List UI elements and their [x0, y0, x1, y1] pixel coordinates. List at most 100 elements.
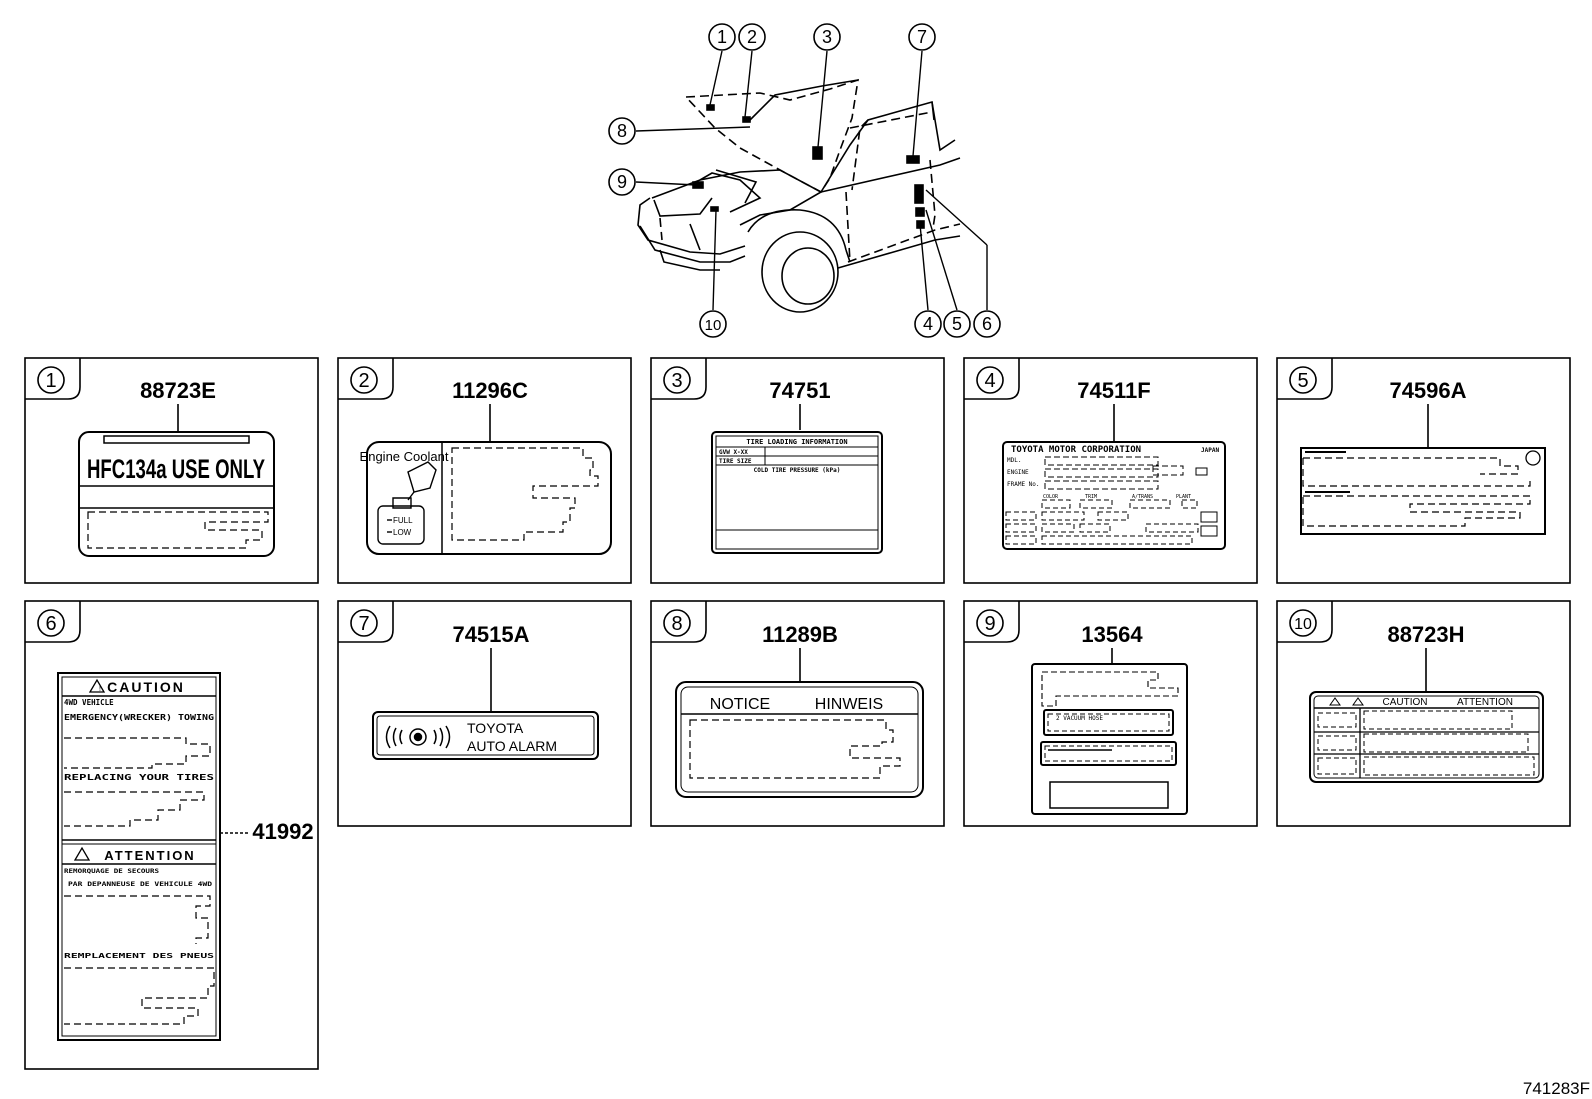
part-number-74515A: 74515A: [452, 622, 529, 647]
alarm-icon: [385, 725, 451, 749]
svg-text:7: 7: [917, 27, 927, 47]
panel-number-tabs: 1 2 3 4 5 6 7 8 9 10: [25, 358, 1333, 643]
part-number-41992: 41992: [252, 819, 313, 844]
label-11296C: Engine Coolant FULL LOW: [360, 441, 612, 555]
label-88723H: CAUTION ATTENTION: [1309, 691, 1544, 783]
svg-text:5: 5: [1297, 370, 1308, 392]
overview-callouts: 1 2 3 7 8 9 10 4 5 6: [608, 23, 1001, 338]
svg-text:EMERGENCY(WRECKER) TOWING: EMERGENCY(WRECKER) TOWING: [64, 713, 215, 722]
part-number-74511F: 74511F: [1077, 378, 1150, 403]
svg-text:4: 4: [984, 370, 995, 392]
notice-text: NOTICE: [710, 696, 770, 713]
overview-callout-9: 9: [608, 168, 636, 196]
panel-6-number: 6: [25, 601, 81, 643]
panel-frames: [24, 357, 1571, 1070]
part-number-88723H: 88723H: [1387, 622, 1464, 647]
overview-callout-10: 10: [699, 310, 727, 338]
svg-text:6: 6: [45, 613, 56, 635]
caution-heading: CAUTION: [107, 679, 185, 695]
label-88723E: HFC134a USE ONLY: [78, 431, 275, 557]
svg-text:6: 6: [982, 314, 992, 334]
part-number-13564: 13564: [1081, 622, 1143, 647]
panel-8-number: 8: [651, 601, 707, 643]
label-41992: ! CAUTION 4WD VEHICLE EMERGENCY(WRECKER)…: [57, 672, 221, 1041]
svg-text:REPLACING YOUR TIRES: REPLACING YOUR TIRES: [64, 773, 215, 782]
svg-text:9: 9: [984, 613, 995, 635]
panel-5-number: 5: [1277, 358, 1333, 400]
svg-text:REMORQUAGE DE SECOURS: REMORQUAGE DE SECOURS: [64, 867, 159, 875]
svg-text:8: 8: [617, 121, 627, 141]
svg-text:FRAME No.: FRAME No.: [1007, 481, 1040, 488]
figure-code: 741283F: [1523, 1079, 1590, 1098]
caution-text: CAUTION: [1383, 697, 1428, 708]
part-number-74596A: 74596A: [1389, 378, 1466, 403]
svg-text:9: 9: [617, 172, 627, 192]
overview-callout-7: 7: [908, 23, 936, 51]
panel-leaders: [177, 404, 1429, 834]
panel-9-number: 9: [964, 601, 1020, 643]
engine-coolant-title: Engine Coolant: [360, 449, 449, 464]
panel-2-number: 2: [338, 358, 394, 400]
overview-callout-8: 8: [608, 117, 636, 145]
label-74751: TIRE LOADING INFORMATION GVW X-XX TIRE S…: [711, 431, 883, 554]
svg-text:ENGINE: ENGINE: [1007, 469, 1029, 476]
panel-4-number: 4: [964, 358, 1020, 400]
auto-alarm-text: AUTO ALARM: [467, 738, 557, 754]
svg-text:REMPLACEMENT DES PNEUS: REMPLACEMENT DES PNEUS: [64, 952, 214, 960]
hfc134a-text: HFC134a USE ONLY: [87, 454, 265, 484]
svg-text:8: 8: [671, 613, 682, 635]
overview-callout-6: 6: [973, 310, 1001, 338]
attention-heading: ATTENTION: [104, 848, 195, 863]
panel-3-number: 3: [651, 358, 707, 400]
part-number-88723E: 88723E: [140, 378, 216, 403]
svg-text:A/TRANS: A/TRANS: [1132, 494, 1153, 500]
svg-text:1: 1: [717, 27, 727, 47]
tire-loading-header: TIRE LOADING INFORMATION: [746, 438, 847, 446]
svg-text:10: 10: [705, 317, 722, 334]
svg-text:3: 3: [822, 27, 832, 47]
svg-text:PLANT: PLANT: [1176, 494, 1191, 500]
coolant-pour-icon: [377, 461, 437, 545]
svg-text:!: !: [99, 686, 101, 693]
svg-text:TRIM: TRIM: [1085, 494, 1097, 500]
svg-text:10: 10: [1294, 616, 1312, 633]
svg-text:5: 5: [952, 314, 962, 334]
overview-leaders: [635, 50, 988, 311]
panel-7-number: 7: [338, 601, 394, 643]
svg-text:PAR DEPANNEUSE DE VEHICULE 4WD: PAR DEPANNEUSE DE VEHICULE 4WD: [68, 880, 212, 888]
svg-text:1: 1: [45, 370, 56, 392]
label-74511F: TOYOTA MOTOR CORPORATION JAPAN MDL. ENGI…: [1002, 441, 1226, 550]
part-numbers: 88723E 11296C 74751 74511F 74596A 41992 …: [140, 378, 1467, 844]
cold-tire-pressure-text: COLD TIRE PRESSURE (kPa): [754, 467, 841, 474]
overview-callout-5: 5: [943, 310, 971, 338]
part-number-11296C: 11296C: [452, 378, 528, 403]
label-13564: 2 VACUUM HOSE: [1031, 663, 1188, 815]
svg-text:4WD VEHICLE: 4WD VEHICLE: [64, 698, 114, 707]
svg-text:7: 7: [358, 613, 369, 635]
overview-callout-3: 3: [813, 23, 841, 51]
attention-text: ATTENTION: [1457, 697, 1513, 708]
part-number-74751: 74751: [769, 378, 830, 403]
overview-callout-2: 2: [738, 23, 766, 51]
part-number-11289B: 11289B: [762, 622, 838, 647]
svg-text:MDL.: MDL.: [1007, 457, 1021, 464]
toyota-text: TOYOTA: [467, 720, 524, 736]
full-mark: FULL: [393, 516, 413, 525]
vacuum-hose-text: 2 VACUUM HOSE: [1056, 715, 1103, 722]
panel-1-number: 1: [25, 358, 81, 400]
label-74596A: [1300, 447, 1546, 535]
tire-size-text: TIRE SIZE: [719, 458, 752, 465]
svg-text:COLOR: COLOR: [1043, 494, 1059, 500]
svg-text:2: 2: [358, 370, 369, 392]
overview-callout-1: 1: [708, 23, 736, 51]
label-74515A: TOYOTA AUTO ALARM: [372, 711, 599, 760]
toyota-motor-corporation-text: TOYOTA MOTOR CORPORATION: [1011, 445, 1141, 455]
overview-callout-4: 4: [914, 310, 942, 338]
japan-tag: JAPAN: [1201, 447, 1219, 454]
panel-10-number: 10: [1277, 601, 1333, 643]
hinweis-text: HINWEIS: [815, 696, 883, 713]
svg-text:3: 3: [671, 370, 682, 392]
svg-text:4: 4: [923, 314, 933, 334]
label-11289B: NOTICE HINWEIS: [675, 681, 924, 798]
